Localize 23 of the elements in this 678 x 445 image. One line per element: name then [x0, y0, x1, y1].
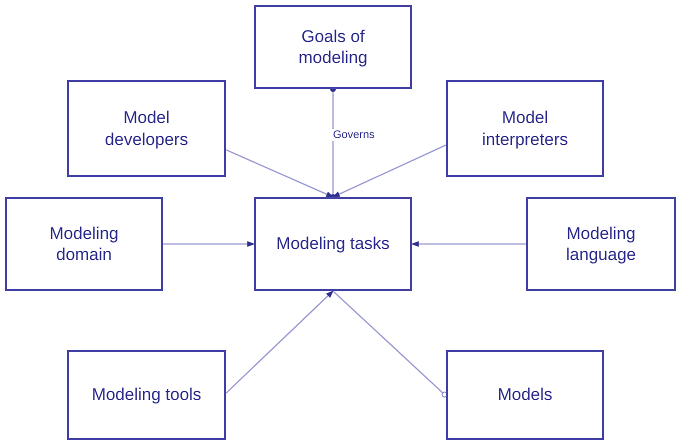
connector: [332, 290, 448, 398]
process-box: [5, 197, 163, 291]
process-box: [446, 350, 604, 440]
box-label: Models: [498, 384, 552, 406]
connector: [226, 149, 334, 198]
edge-label: Governs: [332, 129, 376, 141]
process-box: [67, 350, 226, 440]
process-box: [526, 197, 676, 291]
connector: [332, 144, 446, 198]
box-label: Modeling tools: [92, 384, 202, 406]
box-label: Modeling tasks: [276, 233, 390, 255]
connector: [226, 290, 334, 394]
box-label: Model developers: [104, 107, 190, 150]
box-label: Goals of modeling: [298, 26, 368, 68]
box-label: Modeling domain: [48, 222, 120, 266]
process-box: [446, 80, 604, 177]
box-label: Modeling language: [565, 222, 637, 266]
box-label: Model interpreters: [481, 107, 569, 150]
process-box: [254, 197, 412, 291]
process-box: [254, 5, 412, 89]
process-box: [67, 80, 226, 177]
connector: [411, 241, 526, 247]
connector: [163, 241, 255, 247]
